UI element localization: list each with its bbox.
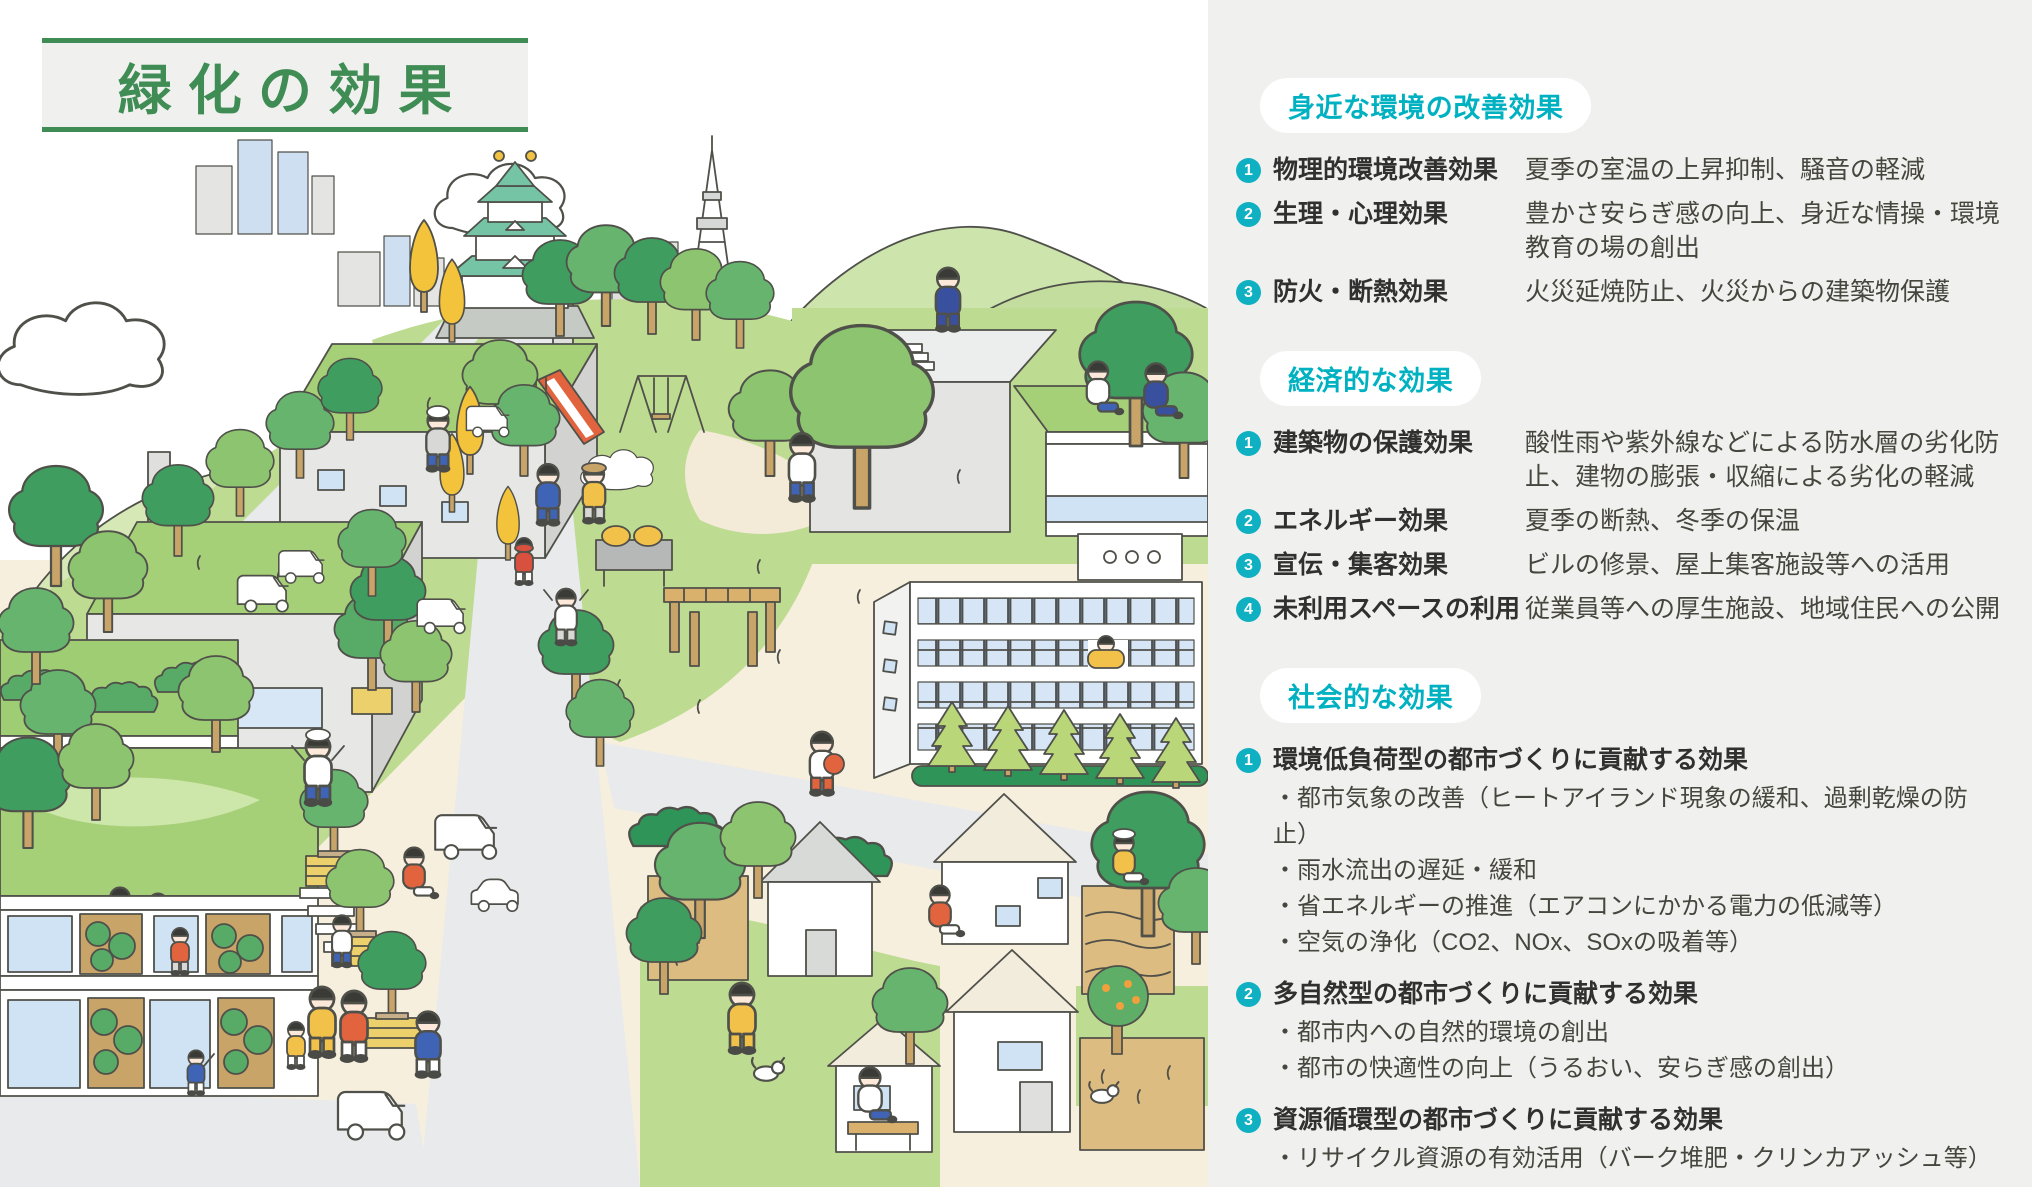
section-social: 社会的な効果 1 環境低負荷型の都市づくりに貢献する効果 ・都市気象の改善（ヒー… <box>1236 668 2002 1177</box>
bbq-scene <box>580 449 673 587</box>
item-desc: 夏季の断熱、冬季の保温 <box>1525 507 1801 535</box>
item-label: エネルギー効果 <box>1273 507 1449 535</box>
item-row: 2 多自然型の都市づくりに貢献する効果 <box>1236 977 2002 1011</box>
item-number-badge: 1 <box>1236 431 1261 456</box>
item-number-badge: 4 <box>1236 597 1261 622</box>
playground-slide <box>535 369 605 445</box>
item-desc: 火災延焼防止、火災からの建築物保護 <box>1525 278 1951 306</box>
info-panel: 身近な環境の改善効果 1 物理的環境改善効果 夏季の室温の上昇抑制、騒音の軽減 … <box>1208 0 2032 1187</box>
bullet-list: ・都市内への自然的環境の創出 ・都市の快適性の向上（うるおい、安らぎ感の創出） <box>1273 1015 2002 1087</box>
item-row: 3 資源循環型の都市づくりに貢献する効果 <box>1236 1103 2002 1137</box>
greening-illustration <box>0 135 1235 1187</box>
bullet-line: ・空気の浄化（CO2、NOx、SOxの吸着等） <box>1273 929 1754 956</box>
item-label: 多自然型の都市づくりに貢献する効果 <box>1273 980 1699 1008</box>
section-environment-improvement: 身近な環境の改善効果 1 物理的環境改善効果 夏季の室温の上昇抑制、騒音の軽減 … <box>1236 78 2002 309</box>
item-number-badge: 1 <box>1236 748 1261 773</box>
section-heading-pill: 経済的な効果 <box>1260 351 1482 406</box>
bullet-line: ・都市気象の改善（ヒートアイランド現象の緩和、過剰乾燥の防止） <box>1273 785 1968 848</box>
item-label: 資源循環型の都市づくりに貢献する効果 <box>1273 1106 1724 1134</box>
item-row: 1 建築物の保護効果 酸性雨や紫外線などによる防水層の劣化防止、建物の膨張・収縮… <box>1236 426 2002 494</box>
item-label: 環境低負荷型の都市づくりに貢献する効果 <box>1273 746 1749 774</box>
person-in-window <box>1087 635 1128 669</box>
bullet-line: ・省エネルギーの推進（エアコンにかかる電力の低減等） <box>1273 893 1897 920</box>
section-economic: 経済的な効果 1 建築物の保護効果 酸性雨や紫外線などによる防水層の劣化防止、建… <box>1236 351 2002 626</box>
item-desc: 酸性雨や紫外線などによる防水層の劣化防止、建物の膨張・収縮による劣化の軽減 <box>1525 429 2000 491</box>
smoke-cloud-icon <box>0 301 166 396</box>
title-box: 緑化の効果 <box>42 38 528 132</box>
item-row: 2 エネルギー効果 夏季の断熱、冬季の保温 <box>1236 504 2002 538</box>
section-heading-pill: 身近な環境の改善効果 <box>1260 78 1592 133</box>
item-row: 3 宣伝・集客効果 ビルの修景、屋上集客施設等への活用 <box>1236 548 2002 582</box>
item-desc: 従業員等への厚生施設、地域住民への公開 <box>1525 595 2001 623</box>
orange-tree <box>1087 965 1149 1055</box>
item-desc: 夏季の室温の上昇抑制、騒音の軽減 <box>1525 156 1926 184</box>
item-number-badge: 3 <box>1236 280 1261 305</box>
item-number-badge: 2 <box>1236 202 1261 227</box>
swing-set <box>619 375 705 433</box>
item-label: 未利用スペースの利用 <box>1273 595 1521 623</box>
item-row: 1 環境低負荷型の都市づくりに貢献する効果 <box>1236 743 2002 777</box>
item-label: 宣伝・集客効果 <box>1273 551 1449 579</box>
item-label: 建築物の保護効果 <box>1273 429 1474 457</box>
people <box>169 266 1185 1151</box>
bullet-list: ・リサイクル資源の有効活用（バーク堆肥・クリンカアッシュ等） <box>1273 1141 2002 1177</box>
planter-pot <box>351 687 393 715</box>
item-desc: 豊かさ安らぎ感の向上、身近な情操・環境教育の場の創出 <box>1525 200 2001 262</box>
wall-planter <box>79 913 271 975</box>
item-label: 物理的環境改善効果 <box>1273 156 1499 184</box>
item-desc: ビルの修景、屋上集客施設等への活用 <box>1525 551 1951 579</box>
item-row: 1 物理的環境改善効果 夏季の室温の上昇抑制、騒音の軽減 <box>1236 153 2002 187</box>
community-building-illustration <box>0 593 411 1097</box>
item-number-badge: 2 <box>1236 509 1261 534</box>
bullet-line: ・雨水流出の遅延・緩和 <box>1273 857 1537 884</box>
item-number-badge: 1 <box>1236 158 1261 183</box>
item-number-badge: 3 <box>1236 1108 1261 1133</box>
bullet-line: ・都市の快適性の向上（うるおい、安らぎ感の創出） <box>1273 1055 1849 1082</box>
section-heading-pill: 社会的な効果 <box>1260 668 1482 723</box>
item-number-badge: 3 <box>1236 553 1261 578</box>
item-number-badge: 2 <box>1236 982 1261 1007</box>
item-label: 防火・断熱効果 <box>1273 278 1449 306</box>
item-row: 3 防火・断熱効果 火災延焼防止、火災からの建築物保護 <box>1236 275 2002 309</box>
bullet-line: ・都市内への自然的環境の創出 <box>1273 1019 1609 1046</box>
pergola <box>663 587 781 667</box>
office-building-illustration <box>873 533 1209 789</box>
item-row: 2 生理・心理効果 豊かさ安らぎ感の向上、身近な情操・環境教育の場の創出 <box>1236 197 2002 265</box>
park-illustration <box>535 369 961 714</box>
wall-planter <box>87 997 275 1089</box>
town-scene-svg <box>0 135 1235 1187</box>
page-title: 緑化の効果 <box>117 60 469 121</box>
bench <box>847 1121 919 1135</box>
item-label: 生理・心理効果 <box>1273 200 1449 228</box>
bullet-list: ・都市気象の改善（ヒートアイランド現象の緩和、過剰乾燥の防止） ・雨水流出の遅延… <box>1273 781 2002 961</box>
bullet-line: ・リサイクル資源の有効活用（バーク堆肥・クリンカアッシュ等） <box>1273 1145 1992 1172</box>
item-row: 4 未利用スペースの利用 従業員等への厚生施設、地域住民への公開 <box>1236 592 2002 626</box>
